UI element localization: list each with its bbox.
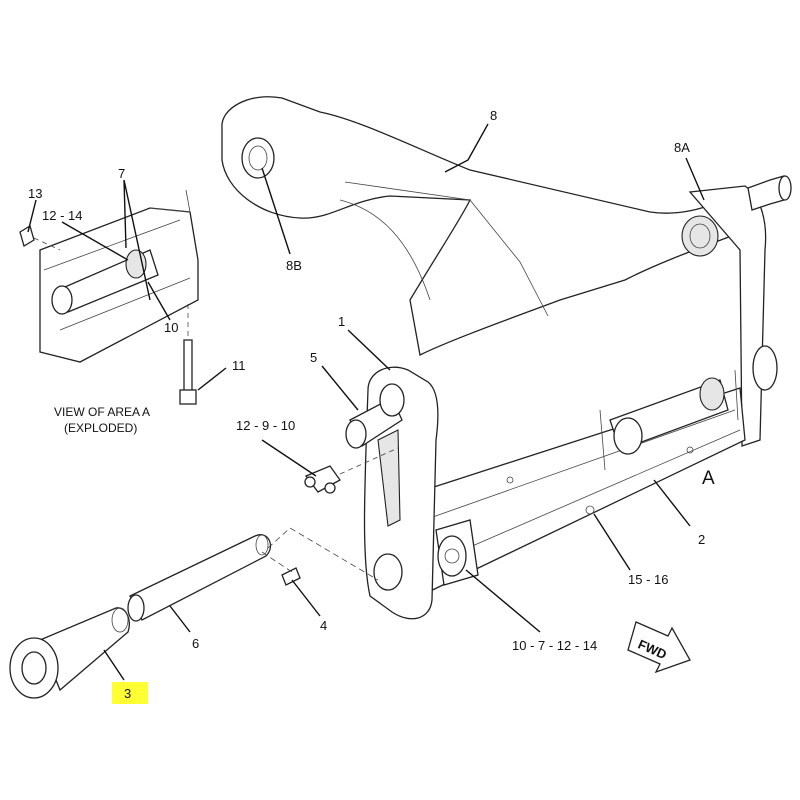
leader-10-7-12-14 (465, 569, 541, 633)
callout-13: 13 (28, 186, 42, 201)
leader-1 (347, 329, 391, 371)
pin-6-end (127, 594, 145, 622)
view-caption-line2: (EXPLODED) (64, 421, 137, 435)
leader-4 (291, 579, 321, 617)
leader-12-9-10 (261, 439, 317, 477)
assembly-path-pin (261, 551, 293, 573)
callout-2: 2 (698, 532, 705, 547)
callout-3: 3 (124, 686, 131, 701)
bore-8b-inner (248, 145, 268, 171)
leader-11 (197, 367, 227, 391)
bracket-path (339, 447, 399, 475)
callout-12-14: 12 - 14 (42, 208, 82, 223)
pin-6-tip (255, 534, 269, 556)
assembly-path (267, 527, 379, 581)
left-plate-rib (377, 429, 401, 527)
fwd-arrow-shape (627, 621, 691, 674)
lower-cylinder-core (444, 548, 460, 564)
callout-7: 7 (118, 166, 125, 181)
callout-3-highlight (112, 682, 148, 704)
bore-8b (241, 137, 275, 179)
bolt-hole-a (686, 446, 694, 454)
bolt-11-head (179, 389, 197, 405)
sleeve-3-bore (21, 651, 47, 685)
right-cylinder-end (613, 417, 643, 455)
fwd-arrow: FWD (627, 621, 691, 674)
swing-arm-body (221, 96, 743, 356)
pin-5-end (345, 419, 367, 449)
bracket-bolt-2 (324, 482, 336, 494)
beam-edge-1 (429, 409, 736, 519)
lower-cylinder-face (437, 535, 467, 577)
leader-lines (27, 123, 705, 681)
leader-7 (123, 179, 151, 301)
leader-3 (103, 649, 125, 681)
area-a-marker: A (702, 468, 715, 489)
pin-6-body (129, 534, 271, 621)
callout-10-7-12-14: 10 - 7 - 12 - 14 (512, 638, 597, 653)
inset-cylinder-end (51, 285, 73, 315)
boss-8a-inner (689, 223, 711, 249)
leader-2 (653, 479, 691, 527)
callout-5: 5 (310, 350, 317, 365)
callout-4: 4 (320, 618, 327, 633)
leader-6 (169, 605, 191, 633)
callout-8: 8 (490, 108, 497, 123)
callout-labels: 8 8A 8B 1 5 12 - 9 - 10 A 2 15 - 16 10 -… (28, 108, 715, 701)
swing-arm-curve (339, 199, 431, 301)
bracket-plate (304, 465, 341, 493)
exploded-pins (9, 527, 379, 699)
right-bore-lower (752, 345, 778, 391)
right-cylinder-brackets (599, 369, 739, 471)
callout-8a: 8A (674, 140, 690, 155)
leader-5 (321, 365, 359, 411)
leader-15-16 (593, 513, 631, 571)
callout-8b: 8B (286, 258, 302, 273)
inset-break-top (149, 189, 191, 213)
inset-beam-edges (43, 219, 191, 331)
inset-bolt-13 (19, 225, 35, 247)
boss-8a (681, 215, 719, 257)
view-caption-line1: VIEW OF AREA A (54, 405, 150, 419)
bolt-11-shank (183, 339, 193, 393)
inset-bolt-path (33, 237, 61, 251)
leader-8b (261, 167, 291, 255)
bracket-bolt-1 (304, 476, 316, 488)
callout-12-9-10: 12 - 9 - 10 (236, 418, 295, 433)
bracket-12-9-10 (304, 447, 399, 494)
right-cylinder-collar (699, 377, 725, 411)
roll-pin-4 (281, 567, 301, 586)
inset-cylinder-collar (125, 249, 147, 279)
callout-15-16: 15 - 16 (628, 572, 668, 587)
swing-arm-web (344, 181, 549, 317)
sleeve-3-end (111, 607, 129, 633)
callout-1: 1 (338, 314, 345, 329)
bolt-hole-15 (585, 505, 595, 515)
leader-8 (444, 123, 489, 173)
pin-5-collar (379, 383, 405, 417)
callout-10: 10 (164, 320, 178, 335)
main-frame (221, 96, 792, 620)
leader-8a (685, 157, 705, 201)
beam-edge-2 (439, 429, 741, 561)
leader-12-14 (61, 221, 129, 261)
shaft-end (778, 175, 792, 201)
bolt-hole-b (506, 476, 514, 484)
left-plate-bore (373, 553, 403, 591)
callout-6: 6 (192, 636, 199, 651)
leader-13 (27, 199, 37, 233)
leader-10 (147, 281, 171, 321)
callout-11: 11 (232, 358, 246, 373)
